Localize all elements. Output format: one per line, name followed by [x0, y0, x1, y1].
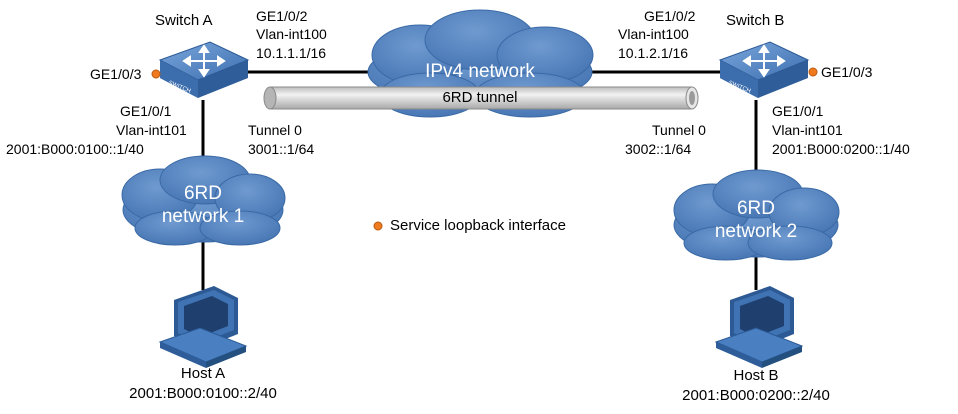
- switch-b-loopback-dot: [808, 67, 818, 77]
- network-1-cloud: [121, 155, 286, 246]
- switch-a-down-vlan: Vlan-int101: [116, 122, 187, 138]
- switch-a-uplink-vlan: Vlan-int100: [256, 26, 327, 42]
- switch-a-down-port: GE1/0/1: [120, 103, 172, 119]
- legend-dot: [373, 221, 383, 231]
- switch-b-icon[interactable]: SWITCH: [718, 41, 810, 98]
- host-b-ip: 2001:B000:0200::2/40: [682, 387, 830, 404]
- host-b-name: Host B: [733, 367, 779, 384]
- network-1-line1: 6RD: [183, 183, 222, 204]
- network-2-cloud: [673, 169, 840, 261]
- legend-label: Service loopback interface: [390, 217, 566, 234]
- switch-b-name: Switch B: [726, 12, 785, 29]
- switch-b-tunnel-name: Tunnel 0: [652, 122, 706, 138]
- network-2-line1: 6RD: [736, 198, 775, 219]
- switch-a-uplink-ip: 10.1.1.1/16: [256, 45, 327, 61]
- switch-b-uplink-vlan: Vlan-int100: [618, 26, 689, 42]
- links: [201, 70, 758, 290]
- switch-b-down-port: GE1/0/1: [772, 103, 824, 119]
- switch-a-loopback-port: GE1/0/3: [90, 66, 142, 82]
- switch-b-down-ip: 2001:B000:0200::1/40: [772, 141, 910, 157]
- switch-b-uplink-port: GE1/0/2: [644, 8, 696, 24]
- switch-a-loopback-dot: [151, 69, 161, 79]
- switch-a-tunnel-ip: 3001::1/64: [248, 141, 315, 157]
- switch-b-loopback-port: GE1/0/3: [821, 64, 873, 80]
- tunnel-tube: [263, 86, 699, 110]
- network-1-line2: network 1: [161, 206, 245, 227]
- network-2-line2: network 2: [714, 221, 798, 242]
- ipv4-network-label: IPv4 network: [425, 61, 535, 82]
- host-b-computer-icon[interactable]: [714, 286, 804, 368]
- switch-a-name: Switch A: [155, 12, 213, 29]
- switch-b-down-vlan: Vlan-int101: [772, 122, 843, 138]
- switch-a-tunnel-name: Tunnel 0: [248, 122, 302, 138]
- switch-a-icon[interactable]: SWITCH: [158, 41, 250, 98]
- switch-a-uplink-port: GE1/0/2: [256, 8, 308, 24]
- tunnel-label: 6RD tunnel: [442, 89, 518, 106]
- host-a-computer-icon[interactable]: [158, 286, 248, 368]
- switch-b-tunnel-ip: 3002::1/64: [625, 141, 692, 157]
- host-a-name: Host A: [180, 365, 226, 382]
- switch-b-uplink-ip: 10.1.2.1/16: [618, 45, 689, 61]
- host-a-ip: 2001:B000:0100::2/40: [129, 385, 277, 402]
- switch-a-down-ip: 2001:B000:0100::1/40: [6, 141, 144, 157]
